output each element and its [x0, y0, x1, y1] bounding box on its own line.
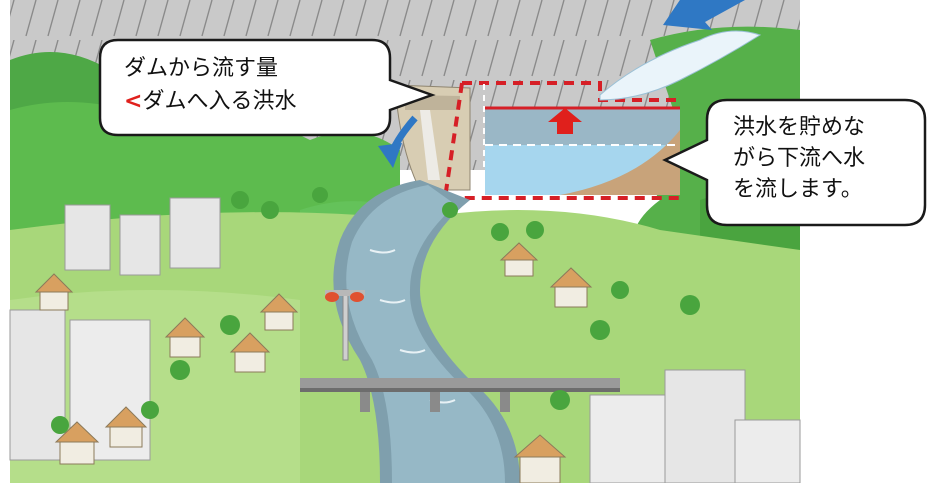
trees [51, 187, 700, 434]
dam [394, 84, 471, 191]
callout-left-line2: ダムへ入る洪水 [142, 89, 297, 114]
houses [34, 242, 593, 483]
inflow-water [599, 30, 762, 101]
rise-arrow-icon [548, 108, 582, 134]
less-than-mark: < [124, 89, 143, 114]
inflow-arrow-icon [663, 0, 745, 30]
river [333, 180, 520, 483]
callout-right [662, 98, 927, 227]
reservoir [485, 106, 680, 195]
flood-storage-frame [442, 81, 680, 200]
warning-siren-icon [325, 289, 365, 361]
callout-left [98, 38, 436, 137]
buildings [9, 197, 801, 483]
callout-left-line1: ダムから流す量 [124, 56, 279, 81]
bridge [300, 378, 620, 412]
callout-left-line2-wrapper: <ダムへ入る洪水 [124, 87, 296, 116]
callout-right-line3: を流します。 [733, 177, 863, 202]
callout-right-line2: がら下流へ水 [733, 146, 866, 171]
callout-right-line1: 洪水を貯めな [733, 115, 866, 140]
outflow-arrow-icon [378, 115, 418, 168]
